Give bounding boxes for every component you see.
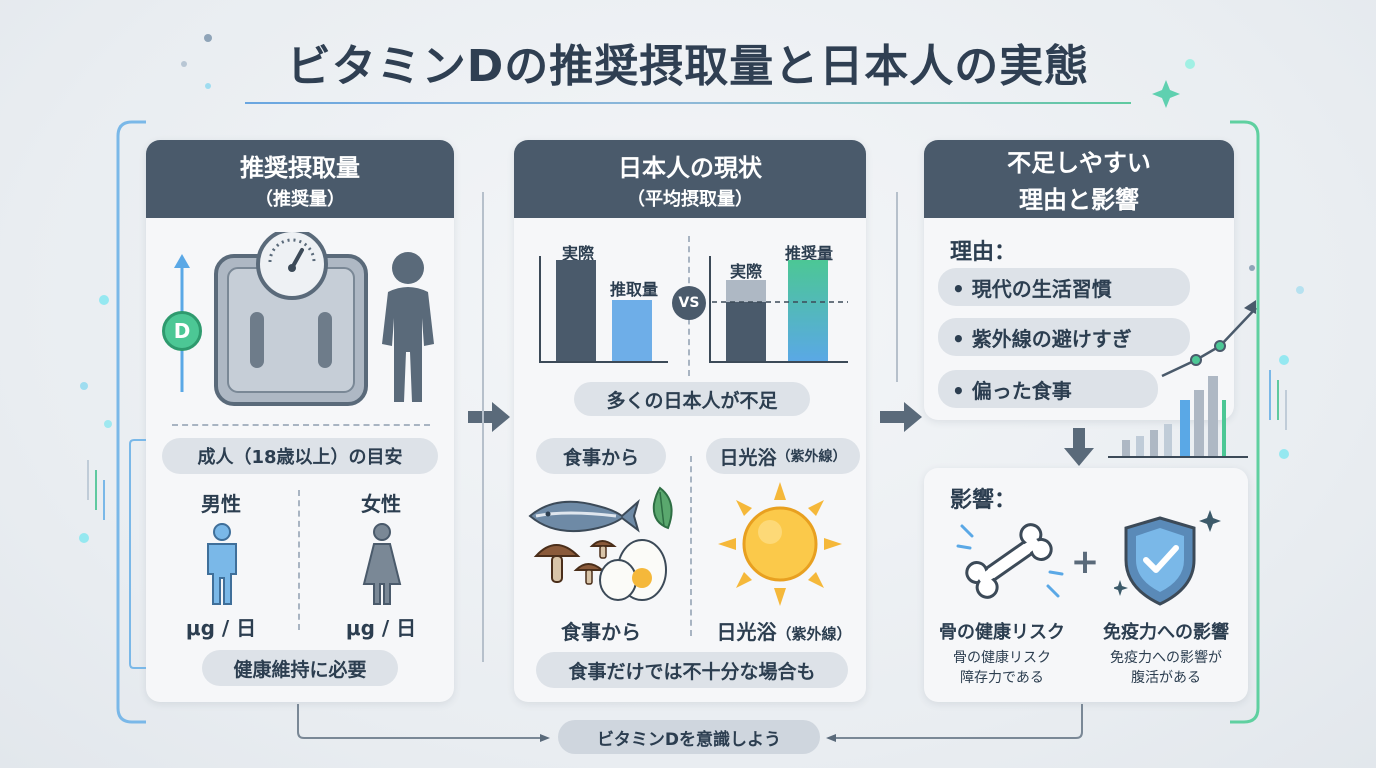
sunlight-caption: 日光浴（紫外線） — [704, 616, 864, 645]
bone-risk-desc: 骨の健康リスク 障存力である — [924, 648, 1080, 688]
reason-item-label: • 現代の生活習慣 — [952, 276, 1112, 301]
chart2-recommended-label: 推奨量 — [784, 244, 833, 263]
egg-icon — [599, 539, 667, 601]
health-maintenance-label: 健康維持に必要 — [233, 658, 367, 681]
awareness-label: ビタミンDを意識しよう — [596, 729, 782, 750]
leaf-icon — [652, 486, 673, 530]
connector-line — [482, 192, 484, 662]
trend-chart-decoration — [1108, 300, 1257, 458]
sunlight-source-label: 日光浴 — [719, 446, 777, 469]
immune-impact-desc-line2: 腹活がある — [1131, 670, 1201, 686]
chart2-bars — [709, 256, 848, 363]
bone-icon — [956, 523, 1064, 599]
adult-guideline-label: 成人（18歳以上）の目安 — [197, 447, 403, 468]
shield-check-icon — [1114, 510, 1221, 606]
female-figure-icon — [362, 523, 402, 605]
immune-impact-title: 免疫力への影響 — [1103, 622, 1229, 643]
male-figure-icon — [207, 523, 237, 605]
reason-item-label: • 偏った食事 — [952, 378, 1072, 403]
sunlight-caption-label: 日光浴 — [716, 620, 777, 644]
panel-header: 推奨摂取量 （推奨量） — [146, 140, 454, 218]
bone-risk-desc-line2: 障存力である — [960, 670, 1044, 686]
sunlight-source-small: （紫外線） — [776, 449, 847, 465]
impact-panel: 影響： + 骨の健康リスク 免疫力への影響 骨の健康リスク 障存力である 免疫力… — [924, 468, 1248, 702]
connector-line-left — [129, 439, 146, 669]
health-maintenance-pill: 健康維持に必要 — [202, 650, 398, 686]
vs-badge: VS — [672, 286, 706, 320]
immune-impact-desc-line1: 免疫力への影響が — [1110, 650, 1222, 666]
arrow-right-icon — [468, 402, 510, 432]
chart2-recommended-bar — [788, 260, 828, 362]
female-label: 女性 — [361, 492, 401, 516]
panel-heading: 日本人の現状 — [618, 153, 762, 182]
reasons-panel: 不足しやすい 理由と影響 理由： • 現代の生活習慣 • 紫外線の避けすぎ • … — [924, 140, 1234, 420]
shortage-label: 多くの日本人が不足 — [606, 389, 778, 412]
vitamin-d-badge: D — [162, 311, 202, 351]
connector-line — [896, 192, 898, 382]
adult-guideline-pill: 成人（18歳以上）の目安 — [162, 438, 438, 474]
vitamin-d-badge-label: D — [173, 319, 191, 343]
panel-heading: 推奨摂取量 — [240, 153, 360, 182]
chart1-actual-label: 実際 — [561, 244, 594, 263]
panel-header: 日本人の現状 （平均摂取量） — [514, 140, 866, 218]
current-status-panel: 日本人の現状 （平均摂取量） 実際 推取量 VS 実際 推奨量 多くの日本人が不… — [514, 140, 866, 702]
fish-icon — [528, 499, 640, 533]
chart2-actual-label: 実際 — [729, 262, 762, 281]
reason-item: • 紫外線の避けすぎ — [938, 318, 1190, 356]
sunlight-source-pill: 日光浴（紫外線） — [706, 438, 860, 474]
panel-heading-line1: 不足しやすい — [1007, 149, 1151, 177]
panel-header: 不足しやすい 理由と影響 — [924, 140, 1234, 218]
food-source-pill: 食事から — [536, 438, 666, 474]
reason-item: • 偏った食事 — [938, 370, 1158, 408]
arrow-down-icon — [1064, 428, 1094, 466]
plus-icon: + — [1070, 542, 1100, 582]
sun-icon — [718, 482, 842, 606]
source-divider — [690, 456, 692, 636]
panel-heading-line2: 理由と影響 — [1019, 186, 1139, 214]
shortage-pill: 多くの日本人が不足 — [574, 382, 810, 416]
panel-subheading: （推奨量） — [255, 188, 345, 210]
arrow-right-icon — [880, 402, 922, 432]
food-source-label: 食事から — [562, 446, 639, 469]
male-label: 男性 — [201, 492, 241, 516]
sunlight-caption-small: （紫外線） — [776, 625, 852, 643]
reason-item: • 現代の生活習慣 — [938, 268, 1190, 306]
mushroom-icon — [533, 540, 617, 585]
female-unit: μg / 日 — [345, 616, 417, 640]
impact-title: 影響： — [950, 488, 1017, 513]
bone-risk-title: 骨の健康リスク — [939, 622, 1065, 643]
chart1-intake-bar — [612, 300, 652, 362]
bone-risk-desc-line1: 骨の健康リスク — [953, 650, 1051, 666]
recommended-intake-panel: 推奨摂取量 （推奨量） D 成人（18歳以上）の目安 男性 女性 μg / 日 … — [146, 140, 454, 702]
food-caption: 食事から — [561, 620, 641, 644]
chart1-actual-bar — [556, 260, 596, 362]
left-bracket-decoration — [116, 120, 146, 724]
page-title: ビタミンDの推奨摂取量と日本人の実態 — [286, 41, 1090, 92]
vs-label: VS — [678, 295, 700, 311]
awareness-pill: ビタミンDを意識しよう — [558, 720, 820, 754]
title-divider — [245, 102, 1131, 104]
reason-title: 理由： — [950, 240, 1017, 265]
right-bracket-decoration — [1230, 120, 1260, 724]
chart1-intake-label: 推取量 — [609, 280, 658, 299]
divider — [172, 424, 430, 426]
food-icons — [528, 486, 673, 601]
reason-item-label: • 紫外線の避けすぎ — [952, 326, 1132, 351]
not-enough-pill: 食事だけでは不十分な場合も — [536, 652, 848, 688]
chart1-bars — [539, 256, 668, 363]
bottom-connector — [297, 704, 1083, 742]
not-enough-label: 食事だけでは不十分な場合も — [568, 660, 816, 683]
scale-icon — [174, 232, 434, 406]
male-unit: μg / 日 — [185, 616, 257, 640]
panel-subheading: （平均摂取量） — [627, 188, 753, 210]
gender-divider — [298, 490, 300, 630]
immune-impact-desc: 免疫力への影響が 腹活がある — [1086, 648, 1246, 688]
